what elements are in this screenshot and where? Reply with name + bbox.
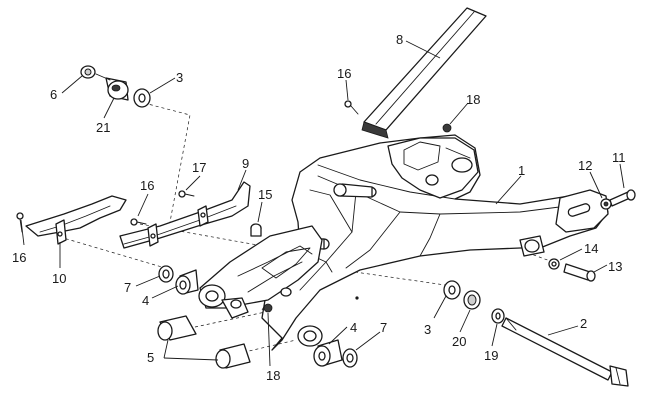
screw-part-17: [178, 190, 195, 198]
callout-1: 1: [518, 163, 525, 178]
leader-15: [257, 201, 263, 223]
leader-lines: [20, 40, 625, 367]
leader-7-left: [135, 275, 161, 287]
leader-17: [185, 175, 201, 191]
chain-guide-part-8: [361, 7, 487, 139]
assembly-line-3b: [354, 271, 446, 286]
callout-14: 14: [584, 241, 598, 256]
bushing-part-20: [463, 290, 481, 310]
washer-part-14: [548, 258, 560, 270]
leader-5b: [163, 339, 169, 359]
callout-18-top: 18: [466, 92, 480, 107]
bushing-part-4-right: [313, 339, 343, 367]
washer-part-3-right: [443, 280, 461, 300]
leader-20: [459, 309, 471, 333]
leader-6: [61, 75, 83, 94]
spacer-part-15: [250, 223, 262, 237]
assembly-line-5: [194, 310, 271, 328]
callout-17: 17: [192, 160, 206, 175]
bolt-part-11: [609, 189, 636, 207]
washer-part-3: [133, 88, 151, 108]
leader-9: [237, 169, 247, 191]
chain-slider-part-9: [119, 181, 251, 249]
leader-18-bottom: [267, 312, 271, 367]
callout-7-right: 7: [380, 320, 387, 335]
callout-4-left: 4: [142, 293, 149, 308]
callout-7-left: 7: [124, 280, 131, 295]
callout-5: 5: [147, 350, 154, 365]
bushing-part-5: [157, 315, 251, 369]
callout-3-top: 3: [176, 70, 183, 85]
callout-16-middle: 16: [140, 178, 154, 193]
screw-part-16-left: [16, 212, 24, 233]
leader-12: [589, 171, 603, 199]
pivot-shaft-part-2: [501, 317, 629, 387]
leader-13: [593, 264, 608, 273]
leader-3-top: [149, 77, 176, 94]
bushing-part-4-left: [175, 269, 199, 295]
leader-2: [547, 325, 579, 336]
leader-1: [495, 175, 522, 205]
callout-20: 20: [452, 334, 466, 349]
leader-21: [103, 97, 115, 119]
callout-12: 12: [578, 158, 592, 173]
callout-2: 2: [580, 316, 587, 331]
callout-16-left: 16: [12, 250, 26, 265]
leader-8: [405, 40, 441, 59]
leader-5a: [163, 357, 219, 361]
assembly-line-10: [59, 236, 173, 271]
swingarm-part-1: [198, 134, 609, 351]
callout-8: 8: [396, 32, 403, 47]
leader-14: [559, 248, 583, 261]
bolt-part-13: [563, 263, 596, 282]
screw-part-16-middle: [130, 218, 147, 226]
chain-slider-part-10: [25, 195, 127, 245]
callout-16-top: 16: [337, 66, 351, 81]
callout-6: 6: [50, 87, 57, 102]
leader-16-left: [20, 219, 25, 246]
leader-16-middle: [137, 193, 149, 217]
nut-part-18-top: [442, 123, 452, 133]
assembly-line-3: [143, 102, 191, 223]
callout-18-bottom: 18: [266, 368, 280, 383]
leader-19: [491, 323, 498, 347]
washer-part-12: [600, 198, 612, 210]
screw-part-16-top: [344, 100, 359, 115]
leader-16-top: [345, 79, 349, 101]
washer-part-7-left: [158, 265, 174, 283]
pivot-bolt-part-21: [95, 73, 129, 101]
assembly-line-5b: [231, 339, 297, 356]
callout-11: 11: [612, 150, 626, 165]
leader-4-left: [151, 285, 179, 299]
washer-part-7-right: [342, 348, 358, 368]
callout-21: 21: [96, 120, 110, 135]
nut-part-6: [80, 65, 96, 79]
leader-3-bottom: [433, 295, 447, 319]
callout-10: 10: [52, 271, 66, 286]
leader-4-right: [328, 326, 348, 345]
washer-part-19: [491, 308, 505, 324]
leader-11: [619, 163, 625, 189]
leader-18-top: [449, 102, 469, 125]
nut-part-18-lower: [263, 303, 273, 313]
callout-9: 9: [242, 156, 249, 171]
callout-19: 19: [484, 348, 498, 363]
callout-15: 15: [258, 187, 272, 202]
callout-13: 13: [608, 259, 622, 274]
callout-labels: 1 2 3 3 4 4 5 6 7 7 8 9 10 11 12 13 14 1…: [12, 32, 626, 383]
leader-7-right: [355, 331, 381, 351]
callout-4-right: 4: [350, 320, 357, 335]
callout-3-bottom: 3: [424, 322, 431, 337]
